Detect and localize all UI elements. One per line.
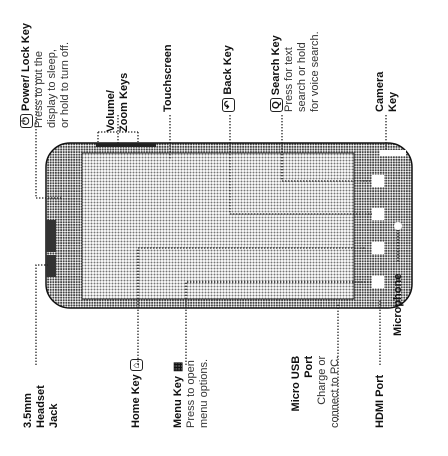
back-arrow-icon: ↶ (222, 97, 235, 112)
search-desc-3: for voice search. (309, 31, 321, 112)
menu-leader (185, 281, 378, 365)
volume-key (96, 143, 156, 147)
volume-title-1: Volume/ (105, 90, 117, 132)
volume-title-2: Zoom Keys (118, 72, 130, 132)
menu-key-mark (372, 276, 384, 288)
touchscreen (81, 152, 355, 300)
home-leader (137, 247, 366, 365)
power-desc-1: Press to put the (33, 50, 45, 128)
search-icon: Q (270, 98, 283, 112)
home-label: Home Key ⌂ (130, 359, 143, 428)
headset-label: 3.5mm Headset Jack (22, 385, 61, 428)
camera-key (380, 150, 406, 156)
power-icon: ⏻ (20, 114, 33, 128)
power-title: Power/ Lock Key (20, 23, 32, 112)
headset-title-3: Jack (48, 403, 60, 428)
search-leader (281, 115, 378, 182)
camera-title-2: Key (387, 91, 399, 112)
usb-title-1: Micro USB (290, 355, 302, 412)
back-leader (229, 115, 378, 215)
touchscreen-title: Touchscreen (162, 44, 174, 112)
microphone-hole (394, 222, 402, 230)
power-desc-2: display to sleep, (46, 49, 58, 128)
hdmi-label: HDMI Port (374, 375, 387, 428)
touchscreen-label: Touchscreen (162, 44, 175, 112)
search-title: Search Key (270, 35, 282, 96)
search-desc-2: search or hold (296, 42, 308, 112)
home-icon: ⌂ (130, 359, 143, 372)
menu-label: Menu Key ▦ Press to open menu options. (172, 359, 211, 428)
usb-title-2: Port (303, 355, 315, 378)
camera-title-1: Camera (374, 71, 386, 112)
side-port (46, 220, 56, 252)
menu-desc-1: Press to open (185, 360, 197, 428)
power-leader (35, 75, 62, 199)
camera-label: Camera Key (374, 72, 400, 112)
search-label: Q Search Key Press for text search or hol… (270, 31, 322, 112)
power-label: ⏻ Power/ Lock Key Press to put the displa… (20, 23, 72, 128)
microphone-title: Microphone (392, 273, 404, 336)
usb-desc-1: Charge or (316, 355, 328, 405)
headset-title-2: Headset (35, 385, 47, 428)
back-label: ↶ Back Key (222, 45, 235, 112)
search-desc-1: Press for text (283, 47, 295, 112)
home-title: Home Key (130, 374, 142, 428)
power-desc-3: or hold to turn off. (59, 41, 71, 128)
microphone-label: Microphone (392, 274, 405, 336)
home-key-mark (372, 242, 384, 254)
hdmi-title: HDMI Port (374, 374, 386, 428)
menu-desc-2: menu options. (198, 358, 210, 428)
search-key-mark (372, 175, 384, 187)
headset-leader (35, 264, 48, 365)
back-key-mark (372, 208, 384, 220)
usb-label: Micro USB Port Charge or connect to PC. (290, 356, 342, 428)
usb-desc-2: connect to PC. (329, 355, 341, 428)
volume-label: Volume/ Zoom Keys (105, 73, 131, 132)
back-title: Back Key (222, 45, 234, 95)
headset-title-1: 3.5mm (22, 393, 34, 428)
headset-jack (46, 255, 56, 277)
volume-bracket (97, 131, 139, 142)
menu-icon: ▦ (172, 361, 184, 373)
menu-title: Menu Key (172, 376, 184, 428)
